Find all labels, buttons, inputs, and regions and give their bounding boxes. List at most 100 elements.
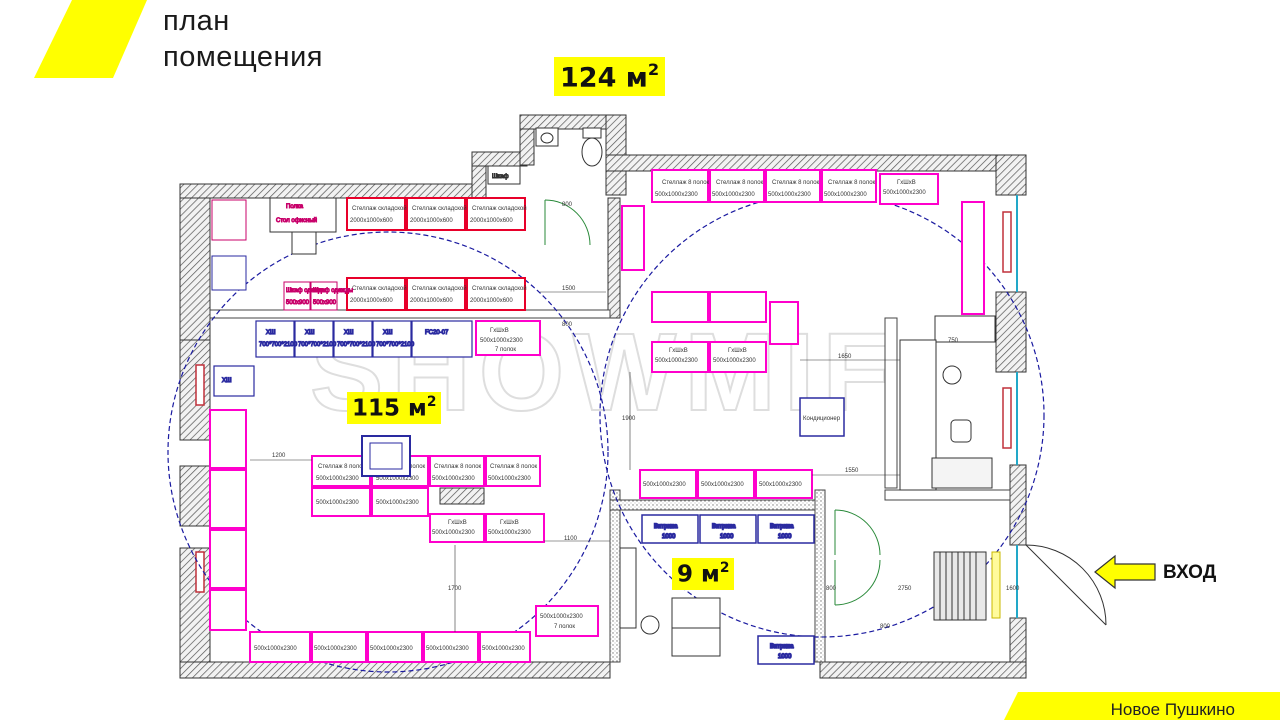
svg-text:500х1000х2300: 500х1000х2300 — [883, 190, 926, 196]
svg-text:Стол офисный: Стол офисный — [276, 217, 317, 224]
svg-text:ХШ: ХШ — [383, 330, 393, 336]
display-table — [361, 435, 411, 477]
svg-text:Стеллаж складской: Стеллаж складской — [412, 285, 467, 292]
dimensions — [250, 291, 900, 632]
small-room-area-value: 9 м — [677, 561, 720, 588]
main-hall-area-value: 115 м — [352, 395, 427, 422]
entrance-label: ВХОД — [1163, 562, 1217, 583]
svg-text:800: 800 — [562, 322, 573, 328]
svg-text:500х1000х2300: 500х1000х2300 — [488, 530, 531, 536]
warehouse-shelves-top — [346, 197, 526, 311]
walls — [179, 114, 1027, 679]
svg-text:7 полок: 7 полок — [495, 347, 516, 353]
svg-text:800: 800 — [880, 624, 891, 630]
svg-text:500х1000х2300: 500х1000х2300 — [376, 500, 419, 506]
svg-text:Витрина: Витрина — [770, 644, 794, 650]
svg-text:1650: 1650 — [838, 354, 852, 360]
page-title-line1: план — [163, 5, 230, 37]
svg-text:2000х1000х600: 2000х1000х600 — [470, 218, 513, 224]
svg-text:500х900: 500х900 — [313, 300, 337, 306]
svg-text:Стеллаж складской: Стеллаж складской — [412, 205, 467, 212]
svg-text:ГхШхВ: ГхШхВ — [897, 180, 916, 186]
shelf-unit-left — [619, 547, 637, 629]
svg-text:500х1000х2300: 500х1000х2300 — [316, 500, 359, 506]
svg-text:1000: 1000 — [778, 654, 792, 660]
svg-text:Шкаф одежды: Шкаф одежды — [286, 288, 326, 294]
fridges-row: ХШ 700*700*2100 ХШ 700*700*2100 ХШ 700*7… — [213, 320, 473, 397]
svg-text:2000х1000х600: 2000х1000х600 — [470, 298, 513, 304]
svg-text:1550: 1550 — [845, 468, 859, 474]
svg-text:2000х1000х600: 2000х1000х600 — [350, 218, 393, 224]
svg-text:1700: 1700 — [448, 586, 462, 592]
svg-text:ГхШхВ: ГхШхВ — [728, 348, 747, 354]
svg-text:500х1000х2300: 500х1000х2300 — [376, 476, 419, 482]
svg-text:Витрина: Витрина — [712, 524, 736, 530]
svg-text:Шкаф одежды: Шкаф одежды — [313, 288, 353, 294]
svg-text:Витрина: Витрина — [654, 524, 678, 530]
svg-text:500х1000х2300: 500х1000х2300 — [482, 646, 525, 652]
svg-text:ХШ: ХШ — [266, 330, 276, 336]
small-room-area-unit: 2 — [719, 560, 730, 576]
svg-text:Стеллаж 8 полок: Стеллаж 8 полок — [318, 464, 366, 470]
svg-text:ХШ: ХШ — [305, 330, 315, 336]
svg-text:Полка: Полка — [286, 204, 304, 210]
header-accent-shape — [34, 0, 147, 78]
svg-text:ГхШхВ: ГхШхВ — [448, 520, 467, 526]
svg-text:500х1000х2300: 500х1000х2300 — [768, 192, 811, 198]
svg-text:500х1000х2300: 500х1000х2300 — [370, 646, 413, 652]
svg-text:700*700*2100: 700*700*2100 — [259, 342, 298, 348]
footer-accent-band — [1004, 692, 1280, 720]
warehouse-shelf-labels: Стеллаж складской 2000х1000х600 Стеллаж … — [350, 205, 527, 304]
svg-text:500х1000х2300: 500х1000х2300 — [713, 358, 756, 364]
svg-text:500х1000х2300: 500х1000х2300 — [426, 646, 469, 652]
svg-text:2000х1000х600: 2000х1000х600 — [410, 218, 453, 224]
svg-text:500х1000х2300: 500х1000х2300 — [432, 530, 475, 536]
dimension-labels: 800 1500 800 1200 1100 1650 1550 1900 27… — [272, 202, 1020, 630]
svg-text:Стеллаж 8 полок: Стеллаж 8 полок — [490, 464, 538, 470]
entrance-door-leaf — [1025, 544, 1107, 626]
svg-text:1000: 1000 — [662, 534, 676, 540]
svg-text:800: 800 — [562, 202, 573, 208]
svg-text:FC20-07: FC20-07 — [425, 330, 449, 336]
zone-circles — [167, 192, 1045, 673]
svg-text:500х1000х2300: 500х1000х2300 — [488, 476, 531, 482]
wardrobes: Шкаф одежды 500х900 Шкаф одежды 500х900 — [283, 281, 354, 311]
yellow-mat — [991, 551, 1001, 619]
svg-text:Шкаф: Шкаф — [492, 174, 509, 180]
svg-text:500х900: 500х900 — [286, 300, 310, 306]
svg-text:500х1000х2300: 500х1000х2300 — [432, 476, 475, 482]
entrance-door-arc — [1025, 544, 1107, 626]
svg-text:800: 800 — [826, 586, 837, 592]
total-area-unit: 2 — [647, 60, 660, 79]
display-table-inner — [369, 442, 403, 470]
entrance-arrow-icon — [1094, 554, 1156, 590]
pink-shelves-hall — [209, 320, 599, 663]
svg-text:500х1000х2300: 500х1000х2300 — [314, 646, 357, 652]
doors — [544, 199, 881, 606]
svg-text:ХШ: ХШ — [222, 378, 232, 384]
svg-text:Стеллаж 8 полок: Стеллаж 8 полок — [828, 180, 876, 186]
svg-text:500х1000х2300: 500х1000х2300 — [540, 614, 583, 620]
svg-text:700*700*2100: 700*700*2100 — [376, 342, 415, 348]
total-area-label: 124 м2 — [554, 57, 666, 97]
svg-text:Кондиционер: Кондиционер — [803, 416, 841, 422]
small-room-area-label: 9 м2 — [672, 558, 735, 590]
svg-text:500х1000х2300: 500х1000х2300 — [316, 476, 359, 482]
svg-text:Стеллаж складской: Стеллаж складской — [352, 205, 407, 212]
footer-location: Новое Пушкино — [1110, 700, 1235, 719]
cabinet-small-room — [671, 597, 721, 657]
svg-text:Стеллаж 8 полок: Стеллаж 8 полок — [772, 180, 820, 186]
bathroom: Шкаф — [487, 127, 603, 185]
right-shelf-labels: Стеллаж 8 полок 500х1000х2300 Стеллаж 8 … — [643, 180, 926, 488]
svg-text:2000х1000х600: 2000х1000х600 — [410, 298, 453, 304]
svg-text:1200: 1200 — [272, 453, 286, 459]
svg-text:1500: 1500 — [562, 286, 576, 292]
svg-text:ГхШхВ: ГхШхВ — [500, 520, 519, 526]
svg-text:500х1000х2300: 500х1000х2300 — [655, 358, 698, 364]
svg-text:1000: 1000 — [720, 534, 734, 540]
pink-shelves-right — [621, 169, 985, 499]
svg-text:ГхШхВ: ГхШхВ — [669, 348, 688, 354]
svg-text:ГхШхВ: ГхШхВ — [490, 328, 509, 334]
svg-text:700*700*2100: 700*700*2100 — [337, 342, 376, 348]
svg-text:500х1000х2300: 500х1000х2300 — [480, 338, 523, 344]
